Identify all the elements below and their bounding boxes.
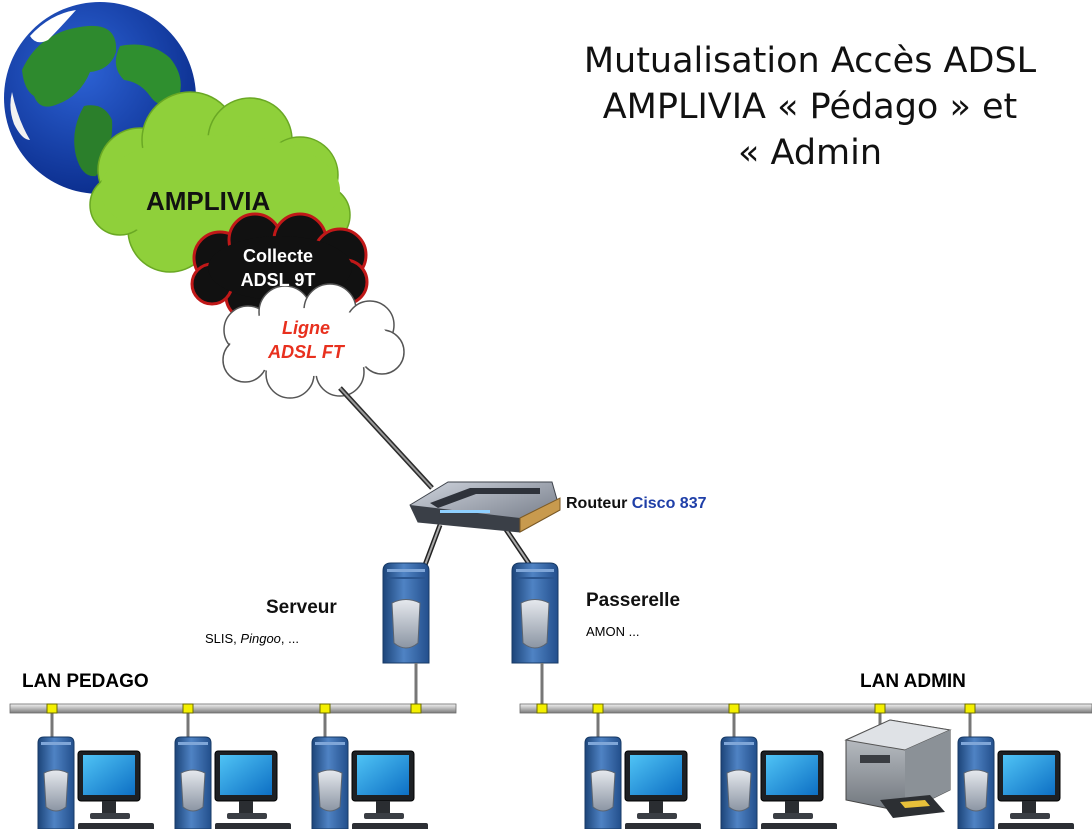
lan-admin-label: LAN ADMIN — [860, 671, 966, 692]
bus-connectors — [46, 703, 976, 714]
amplivia-label: AMPLIVIA — [146, 186, 271, 216]
server-tower-icon — [382, 562, 430, 664]
passerelle-detail: AMON ... — [586, 624, 640, 639]
workstation-icon — [584, 736, 702, 829]
serveur-detail-tail: , ... — [280, 631, 299, 646]
workstation-icon — [174, 736, 292, 829]
workstation-icon — [957, 736, 1075, 829]
collecte-line-2: ADSL 9T — [240, 270, 316, 290]
lan-pedago-bus — [9, 703, 457, 714]
title-line-2: AMPLIVIA « Pédago » et — [602, 87, 1018, 127]
serveur-title: Serveur — [266, 597, 337, 618]
ligne-adsl-cloud — [222, 283, 405, 399]
workstation-icon — [720, 736, 838, 829]
title-line-1: Mutualisation Accès ADSL — [583, 41, 1037, 81]
ligne-line-2: ADSL FT — [268, 342, 344, 362]
collecte-line-1: Collecte — [242, 246, 314, 266]
serveur-detail-italic: Pingoo — [240, 631, 281, 646]
collecte-label: Collecte ADSL 9T — [232, 244, 324, 292]
ligne-line-1: Ligne — [282, 318, 330, 338]
workstation-icon — [311, 736, 429, 829]
lan-pedago-label: LAN PEDAGO — [22, 671, 149, 692]
serveur-detail-plain: SLIS, — [205, 631, 241, 646]
workstation-icon — [37, 736, 155, 829]
router-label-prefix: Routeur — [566, 495, 632, 512]
router-label: Routeur Cisco 837 — [566, 495, 707, 513]
diagram-title: Mutualisation Accès ADSL AMPLIVIA « Péda… — [540, 38, 1080, 176]
printer-icon — [844, 719, 952, 818]
router-model: Cisco 837 — [631, 495, 707, 512]
router-links — [422, 524, 533, 567]
ligne-label: Ligne ADSL FT — [256, 316, 356, 364]
passerelle-title: Passerelle — [586, 590, 681, 611]
globe-icon — [4, 2, 196, 194]
router-icon — [409, 481, 561, 533]
lan-admin-bus — [519, 703, 1092, 714]
serveur-detail: SLIS, Pingoo, ... — [205, 631, 299, 646]
title-line-3: « Admin — [737, 133, 883, 173]
passerelle-tower-icon — [511, 562, 559, 664]
